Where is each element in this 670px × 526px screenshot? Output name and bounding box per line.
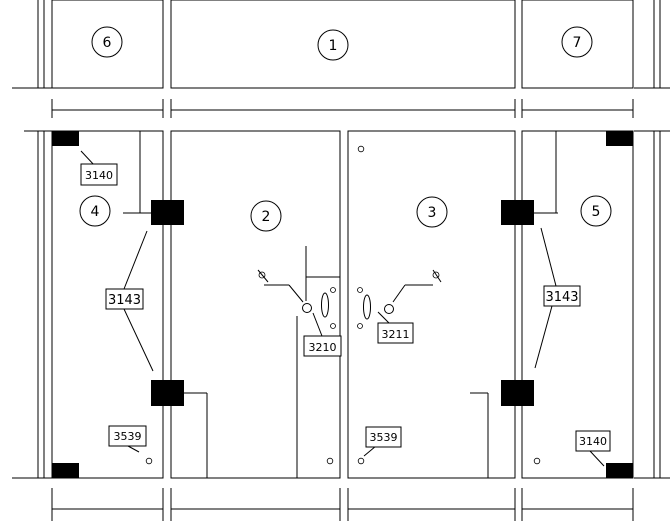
transom-panel-1 bbox=[170, 0, 516, 89]
corner-block-top-left bbox=[52, 131, 79, 146]
part-label-3211: 3211 bbox=[377, 322, 414, 344]
hinge-lower-right bbox=[501, 380, 534, 406]
side-panel-5 bbox=[521, 130, 634, 479]
panel-marker-4: 4 bbox=[79, 195, 111, 227]
panel-number-3: 3 bbox=[428, 205, 437, 221]
hinge-upper-right bbox=[501, 200, 534, 225]
svg-text:3140: 3140 bbox=[85, 169, 113, 182]
side-panel-4 bbox=[51, 130, 164, 479]
door-panel-2 bbox=[170, 130, 341, 479]
hinge-upper-left bbox=[151, 200, 184, 225]
right-dimension-lines bbox=[634, 0, 670, 479]
part-label-3140-bottom-right: 3140 bbox=[575, 430, 611, 452]
panel-number-4: 4 bbox=[91, 204, 100, 220]
pin-bottom-door-2 bbox=[326, 457, 334, 465]
corner-block-bottom-left bbox=[52, 463, 79, 478]
transom-panel-7 bbox=[521, 0, 634, 89]
door-handle-right bbox=[357, 269, 442, 329]
pin-bottom-panel-5 bbox=[533, 457, 541, 465]
svg-text:3210: 3210 bbox=[309, 341, 337, 354]
floor-stop-left bbox=[145, 457, 153, 465]
floor-stop-right bbox=[357, 457, 365, 465]
panel-number-1: 1 bbox=[329, 38, 338, 54]
panel-marker-6: 6 bbox=[91, 26, 123, 58]
panel-number-6: 6 bbox=[103, 35, 112, 51]
svg-text:3539: 3539 bbox=[114, 430, 142, 443]
pin-top-door-3 bbox=[357, 145, 365, 153]
left-dimension-lines bbox=[12, 0, 52, 479]
svg-text:3211: 3211 bbox=[382, 328, 410, 341]
transom-panel-6 bbox=[51, 0, 164, 89]
hinge-leader-lines bbox=[123, 131, 558, 478]
panel-marker-7: 7 bbox=[561, 26, 593, 58]
corner-block-bottom-right bbox=[606, 463, 633, 478]
panel-number-2: 2 bbox=[262, 209, 271, 225]
part-label-3143-right: 3143 bbox=[543, 285, 581, 307]
part-label-3539-right: 3539 bbox=[365, 426, 402, 448]
leader-lines bbox=[80, 150, 605, 467]
svg-text:3140: 3140 bbox=[579, 435, 607, 448]
panel-number-7: 7 bbox=[573, 35, 582, 51]
panel-marker-2: 2 bbox=[250, 200, 282, 232]
part-label-3210: 3210 bbox=[303, 335, 342, 357]
panel-marker-5: 5 bbox=[580, 195, 612, 227]
middle-dimension-lines bbox=[51, 99, 634, 118]
bottom-dimension-lines bbox=[51, 488, 634, 521]
part-label-3143-left: 3143 bbox=[105, 288, 144, 310]
corner-block-top-right bbox=[606, 131, 633, 146]
part-label-3140-top-left: 3140 bbox=[80, 163, 118, 186]
panel-marker-3: 3 bbox=[416, 196, 448, 228]
svg-text:3143: 3143 bbox=[108, 293, 141, 308]
door-handle-left bbox=[257, 269, 336, 329]
svg-text:3539: 3539 bbox=[370, 431, 398, 444]
hinge-lower-left bbox=[151, 380, 184, 406]
panel-marker-1: 1 bbox=[317, 29, 349, 61]
handle-structure bbox=[296, 246, 340, 478]
door-panel-3 bbox=[347, 130, 516, 479]
part-label-3539-left: 3539 bbox=[108, 425, 147, 447]
panel-number-5: 5 bbox=[592, 204, 601, 220]
svg-text:3143: 3143 bbox=[545, 290, 578, 305]
